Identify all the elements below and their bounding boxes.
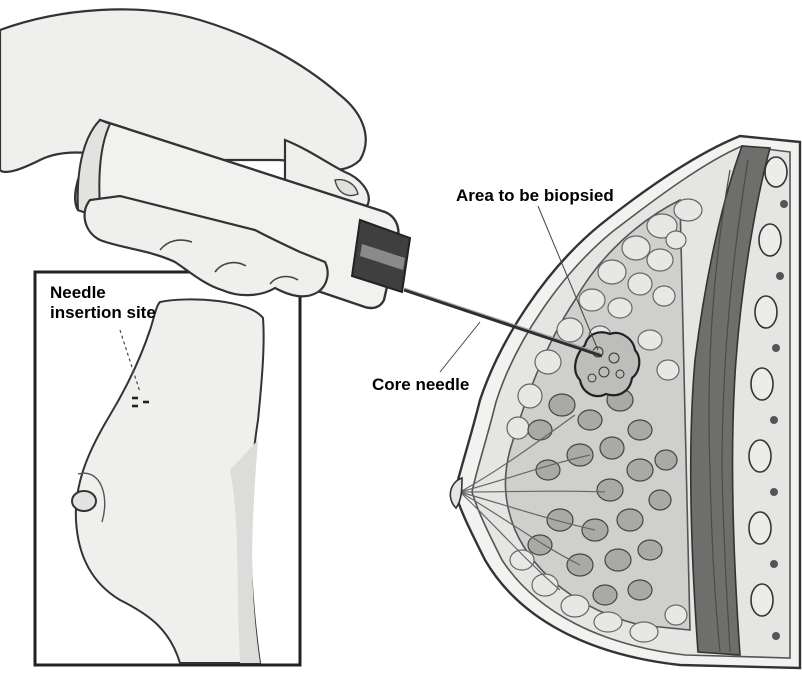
needle-insertion-site-label-line1: Needle bbox=[50, 283, 156, 303]
needle-insertion-site-label: Needle insertion site bbox=[50, 283, 156, 323]
area-to-be-biopsied-label: Area to be biopsied bbox=[456, 186, 614, 206]
needle-insertion-site-label-line2: insertion site bbox=[50, 303, 156, 323]
hand-and-device bbox=[0, 9, 410, 308]
core-needle-pointer-line bbox=[440, 322, 480, 372]
breast-cross-section bbox=[450, 136, 800, 668]
inset-panel bbox=[35, 272, 300, 665]
nipple bbox=[72, 491, 96, 511]
core-needle-label: Core needle bbox=[372, 375, 469, 395]
